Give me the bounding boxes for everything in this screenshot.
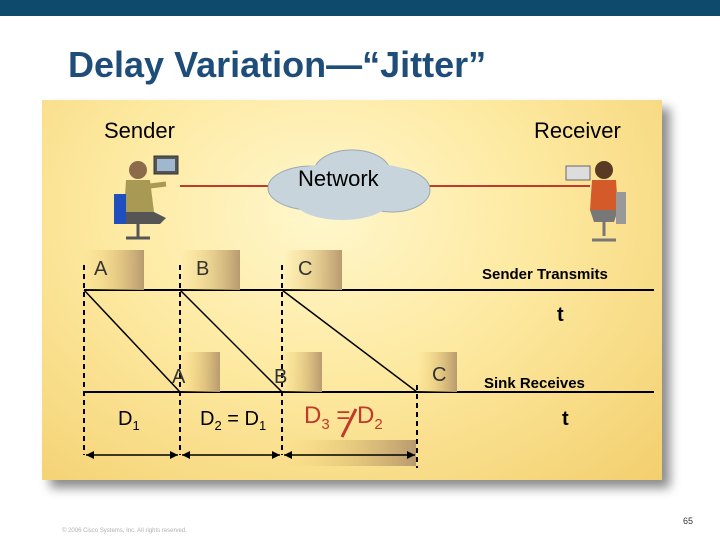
- tx-packet-a: [84, 250, 144, 290]
- diagram-graphics: [83, 149, 654, 468]
- rx-label-b: B: [274, 366, 288, 388]
- rx-packet-c: [417, 352, 457, 392]
- top-bar: [0, 0, 720, 16]
- sender-person-icon: [114, 155, 179, 240]
- network-label: Network: [298, 166, 379, 191]
- packet-path-a: [83, 289, 181, 393]
- d1-arrow: [86, 451, 178, 459]
- d2-arrow: [182, 451, 280, 459]
- rx-label-c: C: [432, 364, 447, 386]
- not-equal-slash: [340, 408, 358, 438]
- rx-packet-a: [180, 352, 220, 392]
- tx-packet-c: [282, 250, 342, 290]
- rx-packet-b: [282, 352, 322, 392]
- d2-equals-d1-label: D2 = D1: [200, 408, 267, 433]
- d3-not-equal-d2-label: D3 = D2: [304, 402, 383, 433]
- network-cloud-icon: [267, 149, 431, 220]
- transmit-label: Sender Transmits: [482, 266, 608, 283]
- time-label-top: t: [557, 304, 564, 326]
- copyright-footer: © 2006 Cisco Systems, Inc. All rights re…: [62, 528, 187, 534]
- packet-path-c: [281, 289, 418, 393]
- slide-title: Delay Variation—“Jitter”: [68, 44, 487, 85]
- d3-arrow: [284, 440, 416, 466]
- receive-label: Sink Receives: [484, 375, 585, 392]
- time-label-bottom: t: [562, 408, 569, 430]
- page-number: 65: [683, 516, 694, 526]
- receiver-label: Receiver: [534, 118, 621, 143]
- packet-path-b: [179, 289, 283, 393]
- tx-label-b: B: [196, 258, 210, 280]
- d1-label: D1: [118, 408, 140, 433]
- sender-label: Sender: [104, 118, 175, 143]
- jitter-diagram: Sender Receiver Network A B C Sender Tra…: [42, 100, 662, 480]
- tx-packet-b: [180, 250, 240, 290]
- receiver-person-icon: [565, 161, 626, 242]
- tx-label-a: A: [94, 258, 108, 280]
- rx-label-a: A: [172, 366, 186, 388]
- tx-label-c: C: [298, 258, 313, 280]
